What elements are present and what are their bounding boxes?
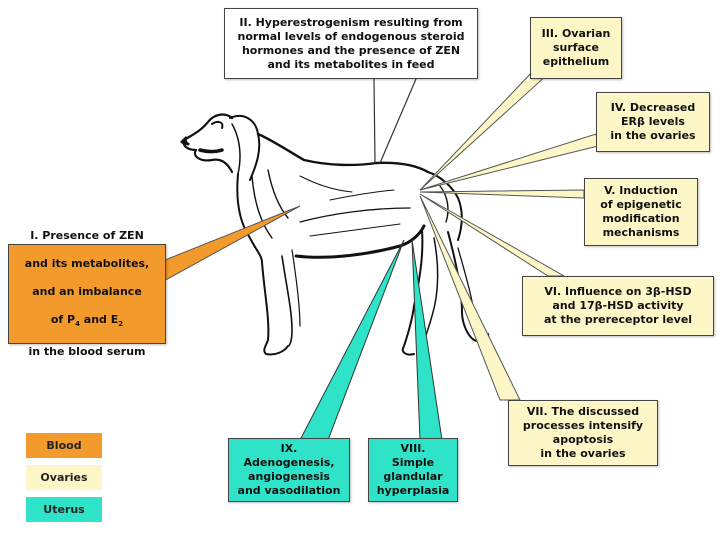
- callout-i-line: and its metabolites,: [24, 256, 150, 270]
- legend-label: Uterus: [43, 503, 85, 516]
- pointer-c1: [159, 205, 301, 283]
- callout-i-line: of P4 and E2: [25, 313, 149, 331]
- text-e: and E: [79, 312, 119, 326]
- callout-i-line: and an imbalance: [32, 284, 142, 298]
- legend-item-uterus: Uterus: [26, 497, 102, 522]
- callout-i-line: in the blood serum: [28, 345, 146, 359]
- callout-vii-apoptosis: VII. The discussed processes intensify a…: [508, 400, 658, 466]
- callout-iv-decreased-erb: IV. Decreased ERβ levels in the ovaries: [596, 92, 710, 152]
- legend-label: Blood: [46, 439, 82, 452]
- pointer-c6: [419, 193, 566, 277]
- text-p: of P: [50, 312, 76, 326]
- callout-vi-hsd-activity: VI. Influence on 3β-HSD and 17β-HSD acti…: [522, 276, 714, 336]
- callout-iii-ovarian-surface-epithelium: III. Ovarian surface epithelium: [530, 17, 622, 79]
- callout-i-blood-serum: I. Presence of ZEN and its metabolites, …: [8, 229, 166, 358]
- dog-illustration: [180, 113, 490, 356]
- callout-ix-adenogenesis: IX. Adenogenesis, angiogenesis and vasod…: [228, 438, 350, 502]
- legend-label: Ovaries: [40, 471, 88, 484]
- legend-item-ovaries: Ovaries: [26, 465, 102, 490]
- pointer-c9: [299, 239, 405, 441]
- callout-viii-glandular-hyperplasia: VIII. Simple glandular hyperplasia: [368, 438, 458, 502]
- pointer-c2: [373, 78, 417, 164]
- callout-i-text: I. Presence of ZEN and its metabolites, …: [25, 215, 149, 373]
- callout-i-line: I. Presence of ZEN: [30, 228, 144, 242]
- legend-item-blood: Blood: [26, 433, 102, 458]
- subscript-4: 4: [75, 320, 80, 329]
- callout-ii-hyperestrogenism: II. Hyperestrogenism resulting from norm…: [224, 8, 478, 79]
- callout-v-epigenetic: V. Induction of epigenetic modification …: [584, 178, 698, 246]
- subscript-2: 2: [118, 320, 124, 329]
